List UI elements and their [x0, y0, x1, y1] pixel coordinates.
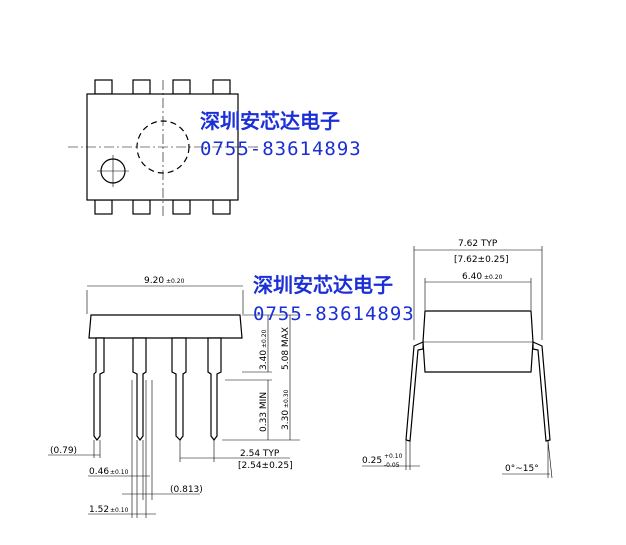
angle-reference: [547, 440, 553, 479]
end-view-lead-left: [405, 341, 424, 442]
dim-end-lead: (0.79): [50, 446, 77, 456]
top-view: [68, 79, 260, 218]
dim-body-length: 9.20: [144, 276, 164, 286]
dim-standoff: 0.33 MIN: [259, 392, 269, 432]
dim-seating-height: 3.40: [259, 350, 269, 370]
top-view-pin: [94, 199, 113, 215]
dim-pitch: 2.54 TYP: [240, 449, 280, 459]
watermark-company: 深圳安芯达电子: [200, 109, 340, 133]
top-view-ejector-mark: [136, 120, 190, 174]
lead: [207, 337, 222, 441]
dim-shoulder-width: 1.52: [89, 505, 109, 515]
lead: [132, 337, 147, 441]
top-view-pin: [94, 79, 113, 95]
dim-lead-thickness-tol-plus: +0.10: [384, 453, 403, 460]
top-view-pin: [172, 79, 191, 95]
dim-shoulder-width-tol: ±0.10: [110, 507, 129, 514]
dim-body-length-tol: ±0.20: [166, 278, 185, 285]
dim-lead-length-tol: ±0.30: [283, 389, 290, 408]
dim-pitch-ref: [2.54±0.25]: [238, 461, 293, 471]
dim-body-width: 6.40: [462, 272, 482, 282]
dim-row-spacing: 7.62 TYP: [458, 239, 498, 249]
end-view-body: [422, 310, 534, 373]
dim-seating-height-tol: ±0.20: [261, 329, 268, 348]
top-view-pin: [172, 199, 191, 215]
top-view-pin: [132, 79, 151, 95]
dim-lead-thickness: 0.25: [362, 456, 382, 466]
watermark-top: 深圳安芯达电子 0755-83614893: [200, 109, 362, 160]
watermark-phone: 0755-83614893: [253, 303, 415, 325]
watermark-company: 深圳安芯达电子: [253, 273, 393, 297]
top-view-pin: [212, 199, 231, 215]
lead: [93, 337, 105, 441]
lead: [171, 337, 187, 441]
top-view-pin: [132, 199, 151, 215]
dim-shoulder: (0.813): [170, 485, 203, 495]
top-view-pin: [212, 79, 231, 95]
dim-body-width-tol: ±0.20: [484, 274, 503, 281]
dim-lead-thickness-tol-minus: -0.05: [384, 462, 400, 469]
dim-lead-length: 3.30: [281, 410, 291, 430]
dim-lead-width-tol: ±0.10: [110, 469, 129, 476]
dim-lead-angle: 0°~15°: [505, 464, 539, 474]
end-view: 7.62 TYP [7.62±0.25] 6.40 ±0.20 0.25 +0.…: [362, 239, 553, 479]
side-view-body: [88, 314, 243, 339]
watermark-middle: 深圳安芯达电子 0755-83614893: [253, 273, 415, 325]
watermark-phone: 0755-83614893: [200, 138, 362, 160]
side-view-leads: [93, 337, 222, 441]
dim-max-height: 5.08 MAX: [281, 327, 291, 370]
dim-lead-width: 0.46: [89, 467, 109, 477]
end-view-lead-right: [532, 341, 551, 442]
dim-row-spacing-ref: [7.62±0.25]: [454, 255, 509, 265]
side-view: 9.20 ±0.20 3.40 ±0.20 5.08 MAX 0.33 MIN: [48, 276, 300, 518]
